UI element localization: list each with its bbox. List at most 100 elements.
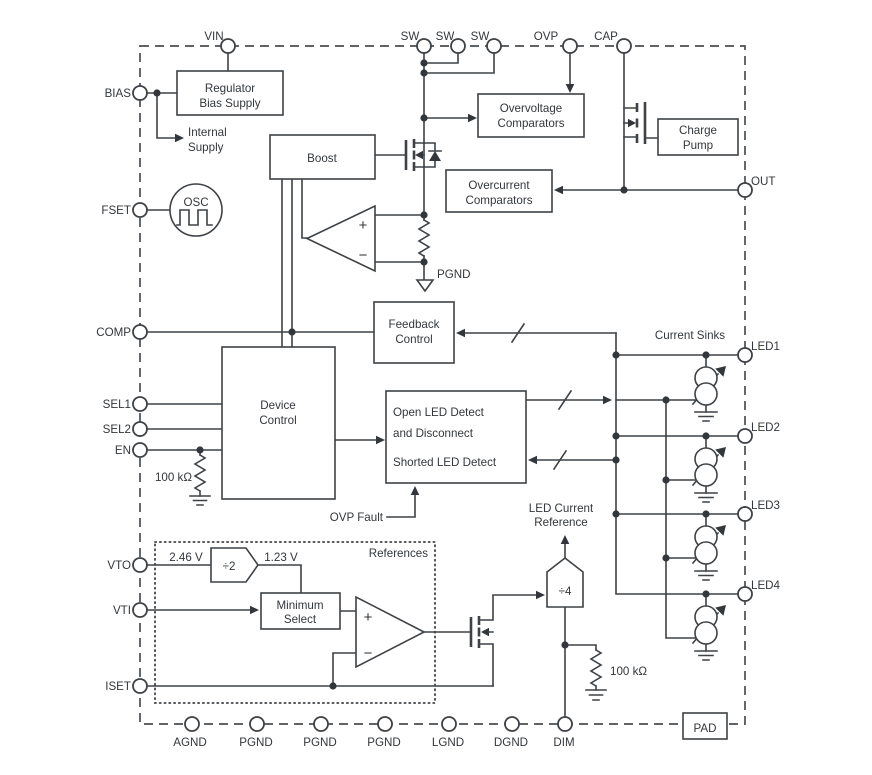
pin-label-pad: PAD (694, 722, 717, 735)
pin-bias (132, 85, 148, 101)
pin-dgnd (504, 716, 520, 732)
pin-label-led2: LED2 (751, 421, 780, 434)
pin-label-pgnd3: PGND (367, 736, 401, 749)
pin-pgnd1 (249, 716, 265, 732)
arrow-openled-out (603, 395, 612, 405)
internal-supply-label-2: Supply (188, 141, 224, 154)
junction-dot (329, 682, 337, 690)
wire-comp1-inputs (374, 214, 425, 263)
sink2-ground (694, 492, 718, 503)
sense-resistor (417, 218, 431, 258)
feedback-label-1: Feedback (389, 318, 440, 331)
pin-sw1 (416, 38, 432, 54)
wire-sel-en (146, 403, 223, 451)
arrow-main-fet-bulk (415, 150, 423, 160)
pin-label-sw2: SW (436, 30, 455, 43)
block-div4 (546, 556, 584, 608)
current-sinks-label: Current Sinks (655, 329, 725, 342)
arrow-led-current-ref (560, 535, 570, 544)
pin-label-vti: VTI (113, 604, 131, 617)
minimum-select-label-2: Select (284, 613, 317, 626)
sink3-ground (694, 570, 718, 581)
pin-comp (132, 324, 148, 340)
junction-dot (662, 554, 670, 562)
block-boost (269, 134, 376, 180)
pin-ovp (562, 38, 578, 54)
junction-dot (612, 432, 620, 440)
device-control-label-2: Control (259, 414, 296, 427)
comp2-plus-sign: + (364, 609, 373, 626)
v123-label: 1.23 V (264, 551, 298, 564)
body-diode-triangle (429, 151, 441, 161)
pin-label-pgnd2: PGND (303, 736, 337, 749)
wire-iset-comp2 (146, 610, 494, 687)
pin-vin (220, 38, 236, 54)
open-led-label-3: Shorted LED Detect (393, 456, 497, 469)
en-ground-symbol (189, 495, 211, 506)
arrow-to-feedback (456, 328, 465, 338)
arrow-vti-minselect (250, 605, 259, 615)
device-control-label-1: Device (260, 399, 295, 412)
arrow-to-openled (376, 435, 385, 445)
wire-boost-devicecontrol (281, 178, 308, 348)
pin-label-vto: VTO (107, 559, 131, 572)
sink2-circle-bottom (694, 463, 718, 487)
v246-label: 2.46 V (169, 551, 203, 564)
sink2-arrow (715, 447, 726, 458)
wire-cp-fet (623, 107, 659, 139)
pin-label-agnd: AGND (173, 736, 207, 749)
dim-pulldown-resistor (589, 648, 603, 691)
pgnd-arrow (415, 279, 435, 293)
junction-dot (420, 258, 428, 266)
wire-led-lines (615, 354, 739, 515)
pin-fset (132, 202, 148, 218)
minimum-select-label-1: Minimum (276, 599, 323, 612)
pin-label-out: OUT (751, 175, 775, 188)
overvoltage-label-1: Overvoltage (500, 102, 563, 115)
pin-label-led4: LED4 (751, 579, 781, 592)
pin-out (737, 182, 753, 198)
pin-cap (616, 38, 632, 54)
overcurrent-label-1: Overcurrent (468, 179, 530, 192)
div2-label: ÷2 (223, 560, 236, 573)
pin-sw3 (486, 38, 502, 54)
open-led-label-2: and Disconnect (393, 427, 474, 440)
junction-dot (288, 328, 296, 336)
pin-label-led1: LED1 (751, 340, 780, 353)
feedback-label-2: Control (395, 333, 432, 346)
wire-main-fet (374, 142, 425, 168)
references-label: References (369, 547, 428, 560)
dim-ground-symbol (585, 689, 607, 701)
charge-pump-label-2: Pump (683, 139, 713, 152)
comp1-minus-sign: − (359, 247, 368, 264)
charge-pump-label-1: Charge (679, 124, 717, 137)
block-device-control (221, 346, 336, 500)
block-regulator-bias-supply (176, 70, 284, 116)
junction-dot (702, 432, 710, 440)
pin-label-dim: DIM (553, 736, 574, 749)
regulator-label-2: Bias Supply (199, 97, 260, 110)
arrow-to-div4 (536, 590, 545, 600)
sink4-arrow (715, 605, 726, 616)
pin-en (132, 442, 148, 458)
pin-label-comp: COMP (96, 326, 131, 339)
boost-label: Boost (307, 152, 337, 165)
arrow-internal-supply (175, 133, 184, 143)
sink4-ground (694, 650, 718, 661)
osc-circle (169, 183, 223, 237)
junction-dot (612, 510, 620, 518)
device-boundary (139, 45, 746, 725)
wire-dim (564, 606, 597, 718)
ovp-fault-label: OVP Fault (330, 511, 384, 524)
pin-label-ovp: OVP (534, 30, 559, 43)
regulator-label-1: Regulator (205, 82, 255, 95)
pin-sw2 (450, 38, 466, 54)
led-current-ref-label-2: Reference (534, 516, 588, 529)
pin-label-sw1: SW (401, 30, 420, 43)
led-current-ref-label-1: LED Current (529, 502, 594, 515)
overcurrent-label-2: Comparators (465, 194, 532, 207)
sink3-circle-bottom (694, 541, 718, 565)
pin-sel1 (132, 396, 148, 412)
junction-dot (420, 211, 428, 219)
wire-bias-internal (146, 92, 178, 139)
